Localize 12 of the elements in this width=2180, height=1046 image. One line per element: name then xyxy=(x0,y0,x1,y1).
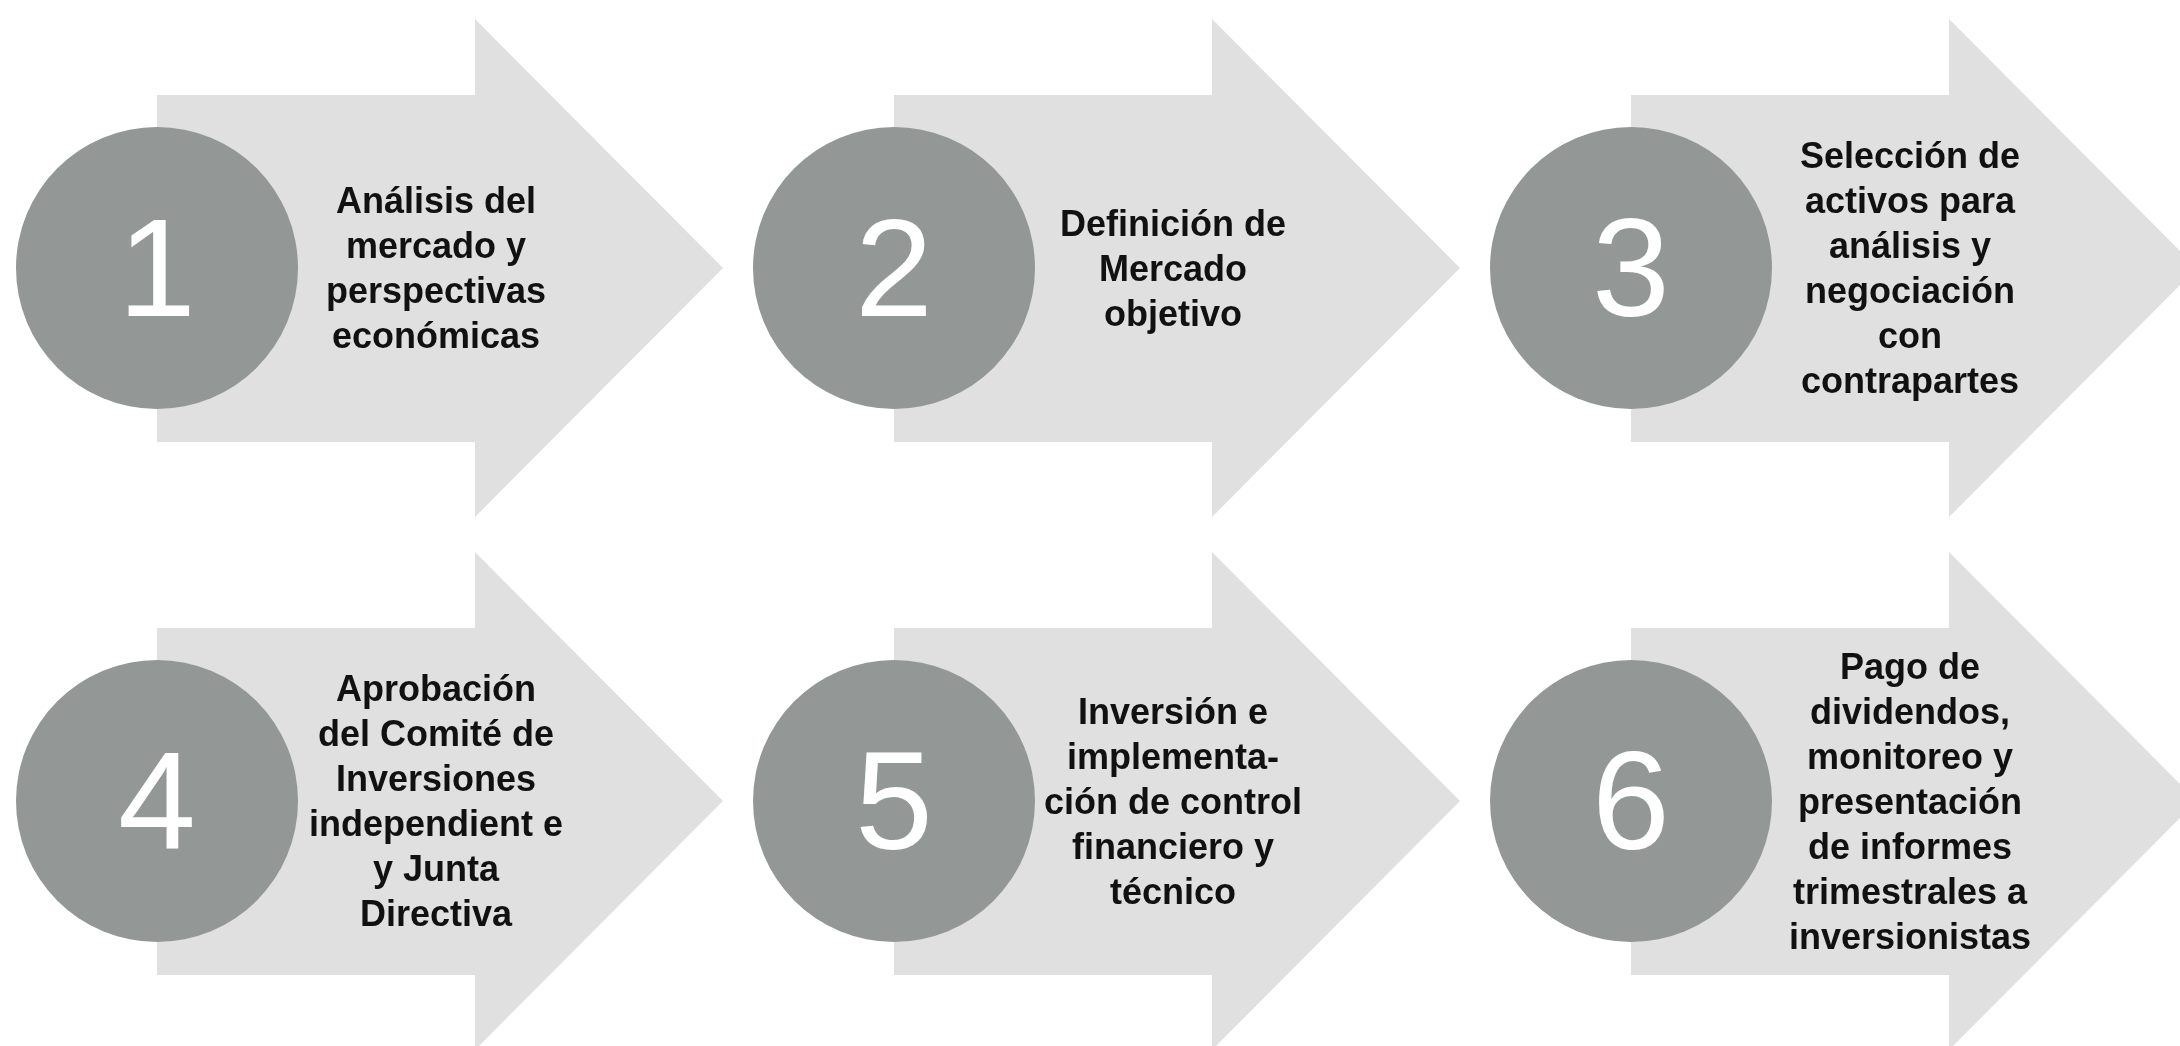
step-text: Selección de activos para análisis y negociación con contrapartes xyxy=(1798,134,2022,403)
step-number: 1 xyxy=(16,127,298,409)
step-number: 3 xyxy=(1490,127,1772,409)
step-number: 2 xyxy=(753,127,1035,409)
step-text: Pago de dividendos, monitoreo y presentación de informes trimestrales a inversionistas xyxy=(1787,644,2033,959)
step-text: Análisis del mercado y perspectivas económicas xyxy=(324,179,548,358)
step-number: 6 xyxy=(1490,660,1772,942)
step-number: 4 xyxy=(16,660,298,942)
step-text: Aprobación del Comité de Inversiones independient e y Junta Directiva xyxy=(308,667,564,936)
step-text: Definición de Mercado objetivo xyxy=(1059,201,1287,336)
step-number: 5 xyxy=(753,660,1035,942)
step-text: Inversión e implementa- ción de control financiero y técnico xyxy=(1043,689,1303,914)
